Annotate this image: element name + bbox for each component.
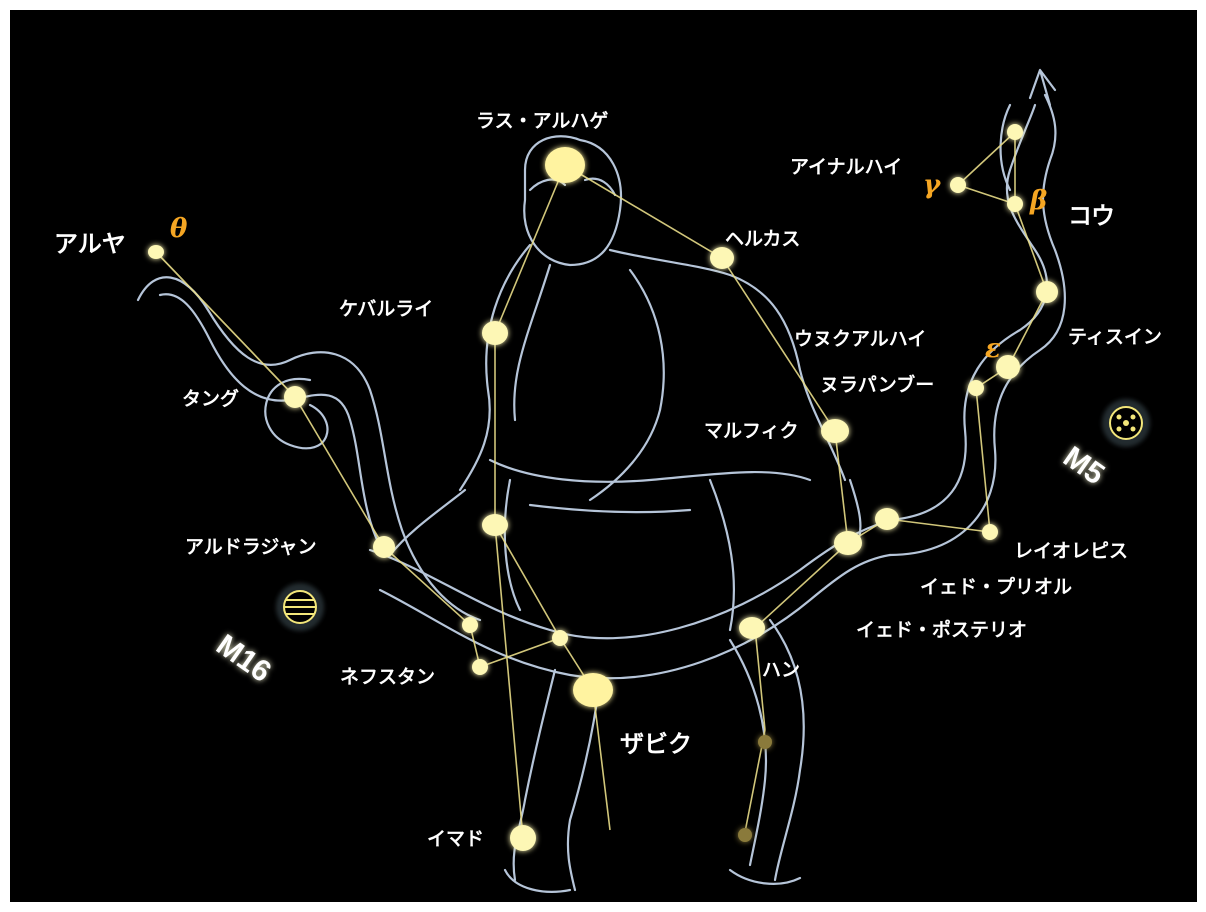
- star-nurapanbu: [968, 380, 984, 396]
- label-nefusutan: ネフスタン: [340, 668, 435, 687]
- label-ied-prior: イェド・プリオル: [920, 578, 1072, 597]
- greek-epsilon: ε: [985, 336, 1001, 362]
- label-imado: イマド: [427, 830, 484, 849]
- star-marufiku: [821, 419, 849, 443]
- label-reioreps: レイオレピス: [1014, 542, 1128, 561]
- star-nefusutan-3: [552, 630, 568, 646]
- label-kebarurai: ケバルライ: [339, 300, 433, 319]
- star-middle: [482, 514, 508, 536]
- constellation-drawing: [10, 10, 1197, 902]
- star-tisuin: [1036, 281, 1058, 303]
- greek-gamma: γ: [923, 172, 940, 198]
- m16-symbol: [276, 583, 324, 631]
- star-chart: ラス・アルハゲ アイナルハイ コウ アルヤ ヘルカス ケバルライ ティスイン ウ…: [10, 10, 1197, 902]
- star-arudorajan: [373, 536, 395, 558]
- star-aruya: [148, 245, 164, 259]
- star-leg-2: [738, 828, 752, 842]
- star-kou: [1007, 196, 1023, 212]
- star-rasalhague: [545, 147, 585, 183]
- star-head: [1007, 124, 1023, 140]
- greek-beta: β: [1030, 188, 1047, 214]
- star-imado: [510, 825, 536, 851]
- label-herukasu: ヘルカス: [725, 230, 800, 249]
- star-ied-prior: [875, 508, 899, 530]
- label-tangu: タング: [182, 390, 239, 409]
- star-ainalhai: [950, 177, 966, 193]
- greek-theta: θ: [170, 216, 187, 242]
- label-rasalhague: ラス・アルハゲ: [476, 112, 608, 131]
- label-kou: コウ: [1068, 204, 1115, 228]
- label-nurapanbu: ヌラパンブー: [820, 376, 934, 395]
- star-ied-post: [834, 531, 862, 555]
- star-han: [739, 617, 765, 639]
- label-tisuin: ティスイン: [1068, 328, 1162, 347]
- stars: [148, 124, 1058, 851]
- label-unukalhai: ウヌクアルハイ: [794, 330, 926, 349]
- label-aruya: アルヤ: [54, 232, 126, 256]
- star-zabiku: [573, 673, 613, 707]
- label-han: ハン: [762, 661, 800, 680]
- star-reioreps: [982, 524, 998, 540]
- m5-symbol: [1102, 399, 1150, 447]
- label-zabiku: ザビク: [620, 732, 692, 756]
- constellation-lines: [156, 132, 1047, 838]
- star-herukasu: [710, 247, 734, 269]
- star-tangu: [284, 386, 306, 408]
- label-marufiku: マルフィク: [704, 422, 799, 441]
- label-arudorajan: アルドラジャン: [185, 538, 316, 557]
- star-leg-1: [758, 735, 772, 749]
- label-ied-post: イェド・ポステリオ: [856, 621, 1027, 640]
- star-kebarurai: [482, 321, 508, 345]
- star-nefusutan-1: [462, 617, 478, 633]
- star-nefusutan-2: [472, 659, 488, 675]
- label-ainalhai: アイナルハイ: [790, 158, 902, 177]
